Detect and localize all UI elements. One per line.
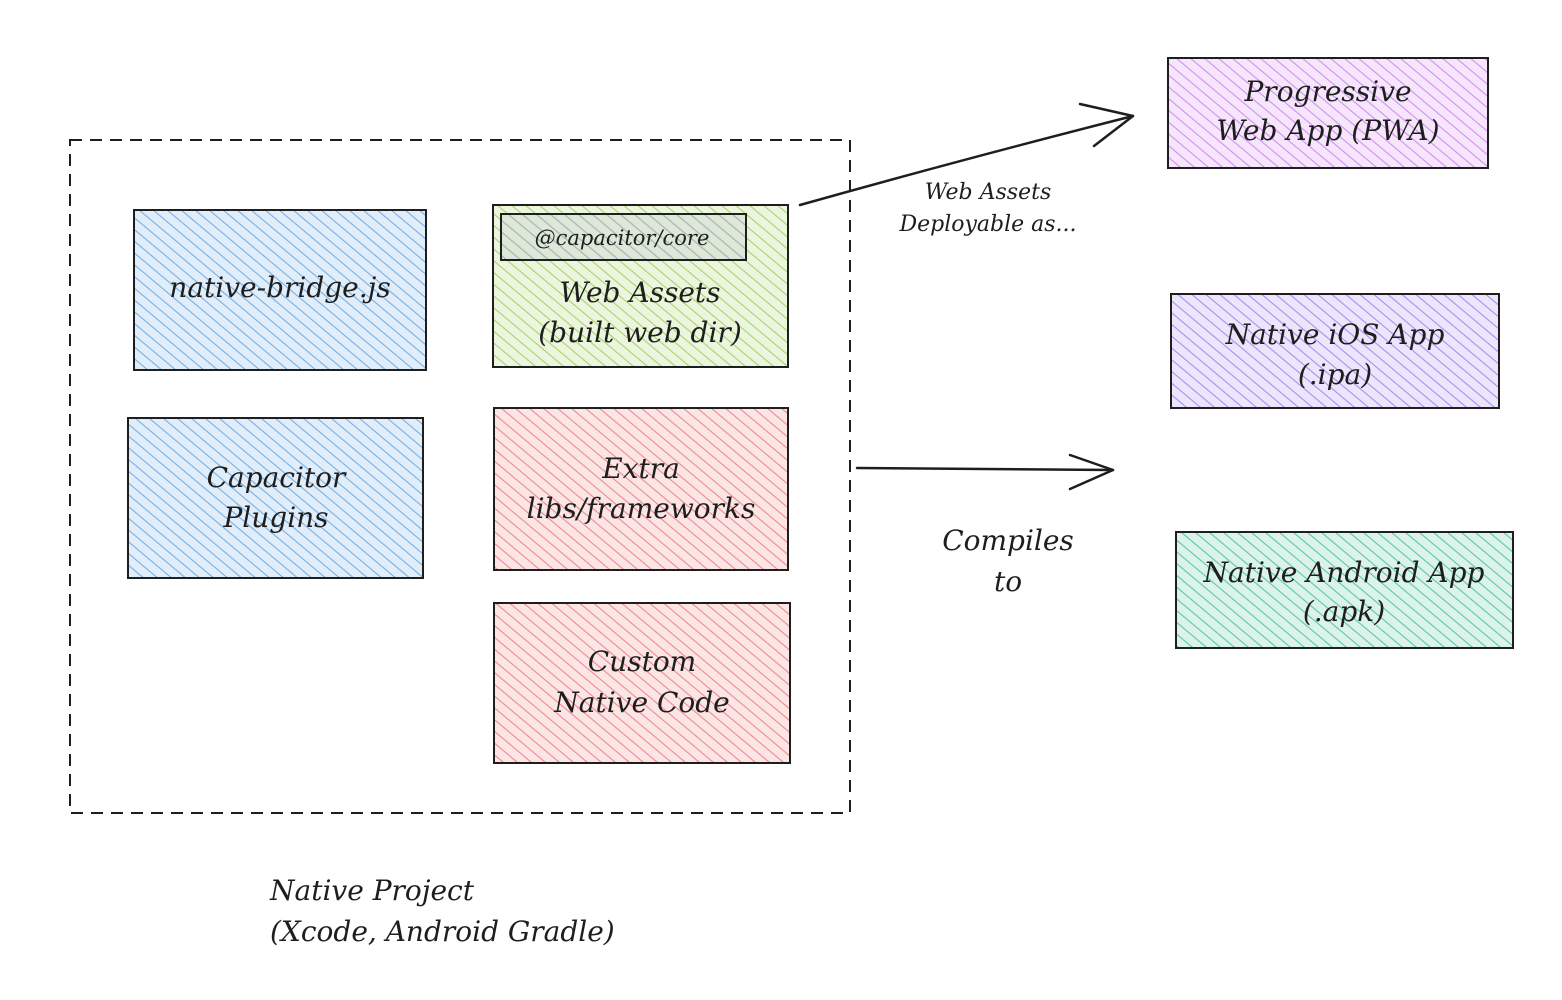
extra-libs-label-line2: libs/frameworks: [527, 492, 756, 525]
extra-libs-box: Extra libs/frameworks: [493, 407, 789, 571]
pwa-label-line1: Progressive: [1243, 75, 1411, 108]
capacitor-plugins-box: Capacitor Plugins: [127, 417, 424, 579]
custom-native-code-box: Custom Native Code: [493, 602, 791, 764]
native-project-label-line2: (Xcode, Android Gradle): [270, 915, 615, 948]
native-bridge-label: native-bridge.js: [169, 271, 390, 304]
capacitor-core-tag: @capacitor/core: [500, 213, 747, 261]
web-assets-label-line2: (built web dir): [538, 316, 742, 349]
capacitor-plugins-label-line2: Plugins: [222, 501, 328, 534]
compile-label-line1: Compiles: [942, 524, 1074, 557]
compile-arrow: [855, 453, 1115, 491]
extra-libs-label-line1: Extra: [601, 452, 680, 485]
ios-label-line2: (.ipa): [1298, 358, 1372, 391]
android-label-line2: (.apk): [1303, 595, 1385, 628]
web-assets-box: @capacitor/core Web Assets (built web di…: [492, 204, 789, 368]
capacitor-core-label: @capacitor/core: [535, 226, 710, 250]
ios-target-box: Native iOS App (.ipa): [1170, 293, 1500, 409]
native-bridge-box: native-bridge.js: [133, 209, 427, 371]
pwa-target-box: Progressive Web App (PWA): [1167, 57, 1489, 169]
deploy-label-line2: Deployable as...: [898, 212, 1076, 237]
capacitor-plugins-label-line1: Capacitor: [207, 461, 347, 494]
compile-label-line2: to: [994, 565, 1022, 598]
android-target-box: Native Android App (.apk): [1175, 531, 1514, 649]
native-project-container: [69, 139, 851, 814]
pwa-label-line2: Web App (PWA): [1216, 114, 1439, 147]
native-project-label-line1: Native Project: [269, 874, 475, 907]
deploy-label-line1: Web Assets: [925, 180, 1052, 205]
deploy-arrow: [798, 102, 1135, 207]
custom-native-label-line1: Custom: [588, 645, 697, 678]
ios-label-line1: Native iOS App: [1225, 318, 1445, 351]
custom-native-label-line2: Native Code: [553, 686, 729, 719]
web-assets-label-line1: Web Assets: [559, 276, 720, 309]
android-label-line1: Native Android App: [1203, 556, 1485, 589]
